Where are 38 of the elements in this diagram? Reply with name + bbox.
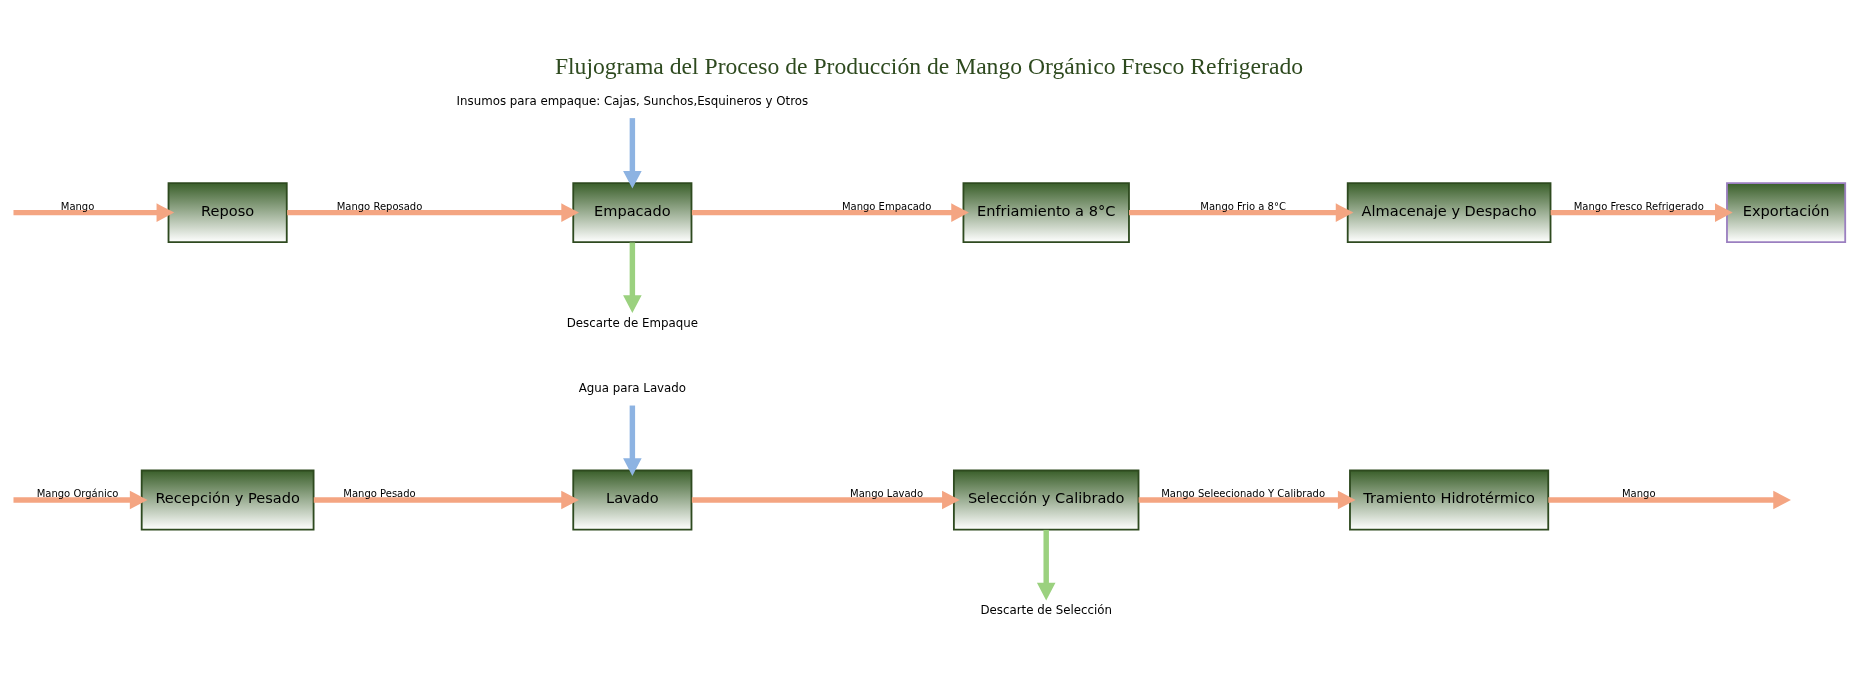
node-box: Recepción y Pesado [140, 469, 315, 531]
arrow [1548, 490, 1791, 510]
diagram-title: Flujograma del Proceso de Producción de Mango Orgánico Fresco Refrigerado [554, 53, 1304, 80]
edge-label: Mango Empacado [841, 200, 932, 212]
node-text: Insumos para empaque: Cajas, Sunchos,Esquineros y Otros [456, 93, 809, 108]
edge-label: Mango Frio a 8°C [1200, 200, 1286, 212]
edge-label: Mango [1621, 488, 1656, 500]
arrow [691, 490, 960, 510]
node-box: Reposo [167, 182, 288, 244]
arrow [623, 405, 642, 476]
edge-label: Mango Fresco Refrigerado [1573, 200, 1704, 212]
arrow [13, 490, 148, 510]
node-text: Descarte de Selección [980, 603, 1112, 618]
node-box: Empacado [572, 182, 693, 244]
arrow [1550, 203, 1733, 222]
edge-label: Mango Reposado [336, 200, 423, 212]
arrow [623, 118, 642, 189]
node-box: Lavado [572, 469, 693, 531]
arrow [1138, 490, 1356, 510]
edge-label: Mango Pesado [343, 488, 416, 500]
edge-label: Mango Orgánico [36, 488, 119, 500]
edge-label: Mango [60, 200, 95, 212]
node-box: Exportación [1726, 182, 1847, 244]
node-text: Agua para Lavado [578, 381, 687, 396]
node-box: Tramiento Hidrotérmico [1349, 469, 1550, 531]
arrow [313, 490, 579, 510]
node-box: Enfriamiento a 8°C [962, 182, 1130, 244]
arrow [691, 203, 969, 222]
arrow [1036, 529, 1056, 601]
edge-label: Mango Seleecionado Y Calibrado [1161, 488, 1326, 500]
arrow [1129, 203, 1354, 222]
node-text: Descarte de Empaque [566, 315, 698, 330]
arrow [13, 203, 175, 222]
node-box: Selección y Calibrado [952, 469, 1140, 531]
node-box: Almacenaje y Despacho [1346, 182, 1552, 244]
arrow [287, 203, 579, 222]
arrow [623, 242, 642, 313]
edge-label: Mango Lavado [850, 488, 924, 500]
